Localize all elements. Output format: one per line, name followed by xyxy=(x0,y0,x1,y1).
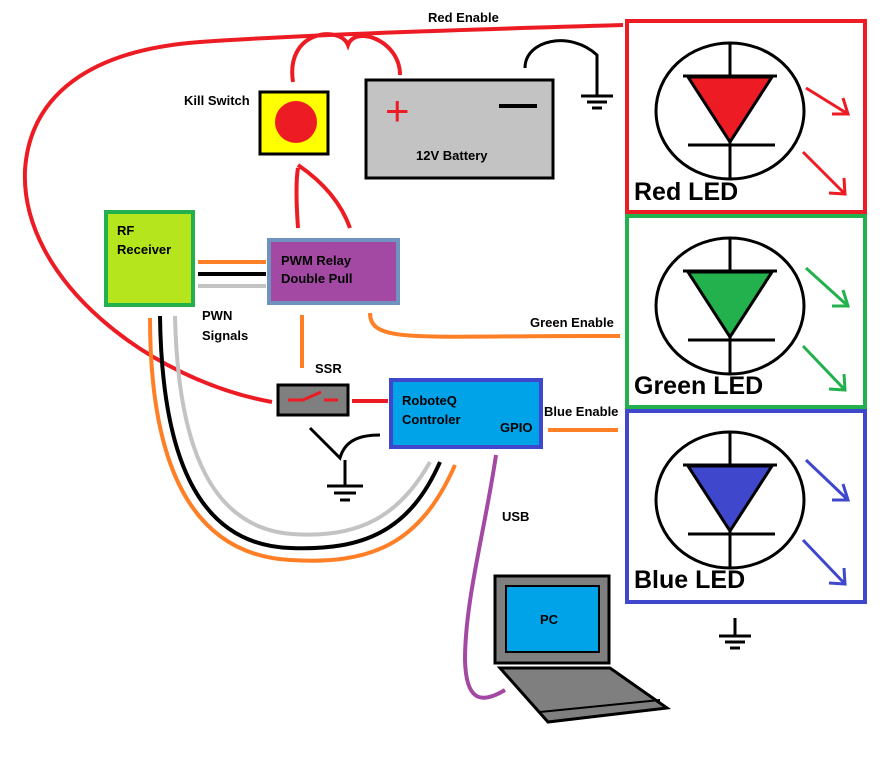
roboteq-controller: RoboteQ Controler GPIO xyxy=(389,378,543,449)
rf-receiver: RF Receiver xyxy=(104,210,195,307)
green-light-emission-arrow-icon xyxy=(801,266,851,392)
usb-label: USB xyxy=(502,509,529,524)
green-led-panel: Green LED xyxy=(625,214,867,409)
rf-receiver-label-line1: RF xyxy=(117,223,134,238)
receiver-cable-black xyxy=(158,315,442,551)
switch-icon xyxy=(288,390,338,402)
ssr-label: SSR xyxy=(315,361,342,376)
pc-laptop: PC xyxy=(493,574,672,724)
blue-led-panel: Blue LED xyxy=(625,409,867,604)
blue-diode-icon xyxy=(683,433,777,567)
usb-wire xyxy=(462,454,507,700)
roboteq-label-line1: RoboteQ xyxy=(402,393,457,408)
blue-led-label: Blue LED xyxy=(634,566,745,594)
red-light-emission-arrow-icon xyxy=(801,86,851,196)
ssr-ground-wire xyxy=(308,426,381,486)
red-enable-loop-wire xyxy=(22,23,624,404)
pwm-signals-label-line1: PWN xyxy=(202,308,232,323)
roboteq-gpio-label: GPIO xyxy=(500,420,533,435)
blue-enable-label: Blue Enable xyxy=(544,404,618,419)
green-led-label: Green LED xyxy=(634,372,763,400)
pwm-relay-label-line2: Double Pull xyxy=(281,271,353,286)
battery-plus-terminal: + xyxy=(385,87,410,134)
led-ground-icon xyxy=(717,616,753,650)
pwm-relay-label-line1: PWM Relay xyxy=(281,253,352,268)
receiver-cable-orange xyxy=(148,317,457,563)
battery-ground-icon xyxy=(579,76,615,110)
rf-receiver-label-line2: Receiver xyxy=(117,242,171,257)
green-enable-wire xyxy=(368,312,621,339)
blue-light-emission-arrow-icon xyxy=(801,458,851,586)
roboteq-label-line2: Controler xyxy=(402,412,461,427)
battery-ground-wire xyxy=(523,39,599,78)
pwm-signals-label-line2: Signals xyxy=(202,328,248,343)
receiver-cable-gray xyxy=(173,315,432,537)
kill-switch-label: Kill Switch xyxy=(184,93,250,108)
ssr xyxy=(276,383,350,417)
kill-switch[interactable] xyxy=(258,90,330,156)
red-diode-icon xyxy=(683,44,777,178)
green-diode-icon xyxy=(683,239,777,373)
ssr-ground-icon xyxy=(327,484,363,502)
kill-switch-to-relay-wire xyxy=(294,163,352,229)
green-enable-label: Green Enable xyxy=(530,315,614,330)
pc-label: PC xyxy=(540,612,559,627)
red-enable-wire xyxy=(290,32,402,83)
battery: + 12V Battery xyxy=(364,78,555,180)
kill-switch-button-icon[interactable] xyxy=(275,101,317,143)
battery-label: 12V Battery xyxy=(416,148,488,163)
pc-screen xyxy=(505,585,600,653)
pc-keyboard xyxy=(496,666,672,724)
red-led-panel: Red LED xyxy=(625,19,867,214)
pwm-relay: PWM Relay Double Pull xyxy=(267,238,400,305)
red-enable-label: Red Enable xyxy=(428,10,499,25)
red-led-label: Red LED xyxy=(634,178,738,206)
